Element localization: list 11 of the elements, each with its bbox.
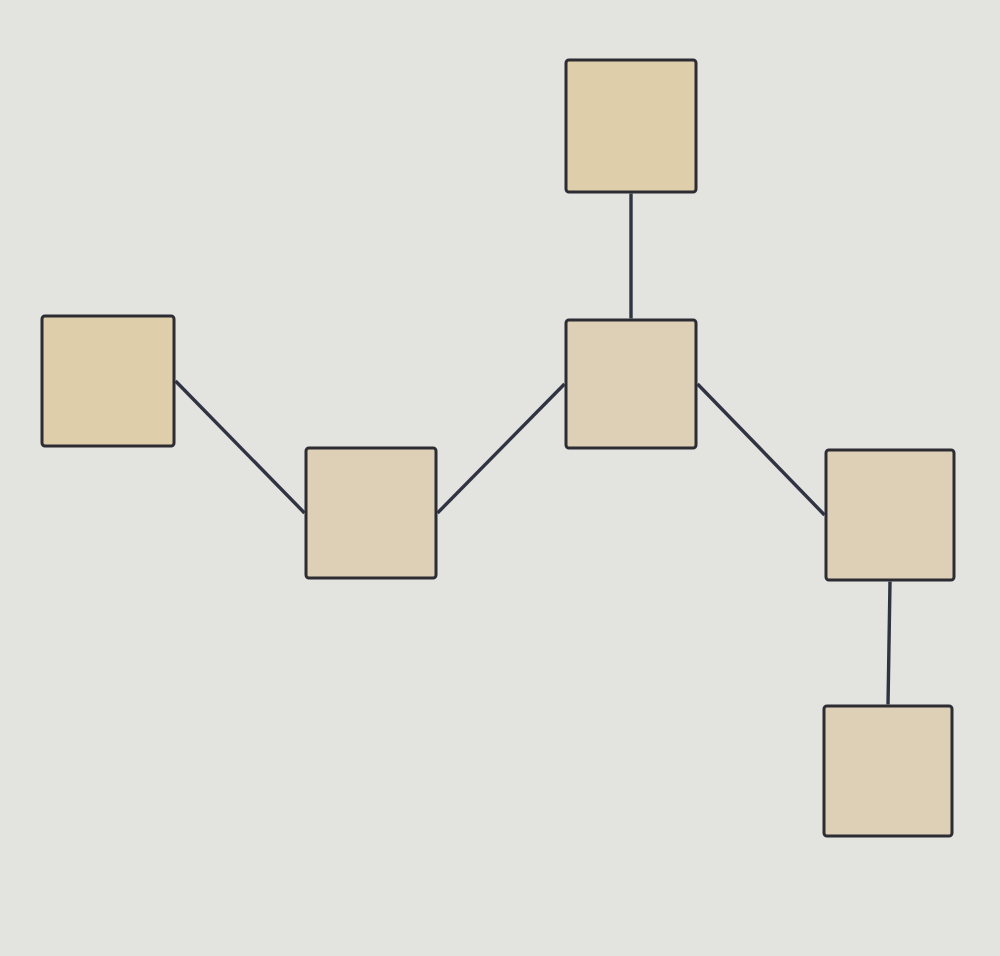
square — [564, 318, 698, 450]
connector-line — [886, 581, 892, 705]
square — [822, 704, 954, 838]
square — [304, 446, 438, 580]
square — [40, 314, 176, 448]
connector-line — [436, 382, 566, 515]
square — [564, 58, 698, 194]
connector-line — [629, 193, 633, 319]
connector-line — [696, 382, 826, 517]
connector-line — [174, 379, 306, 515]
square — [824, 448, 956, 582]
